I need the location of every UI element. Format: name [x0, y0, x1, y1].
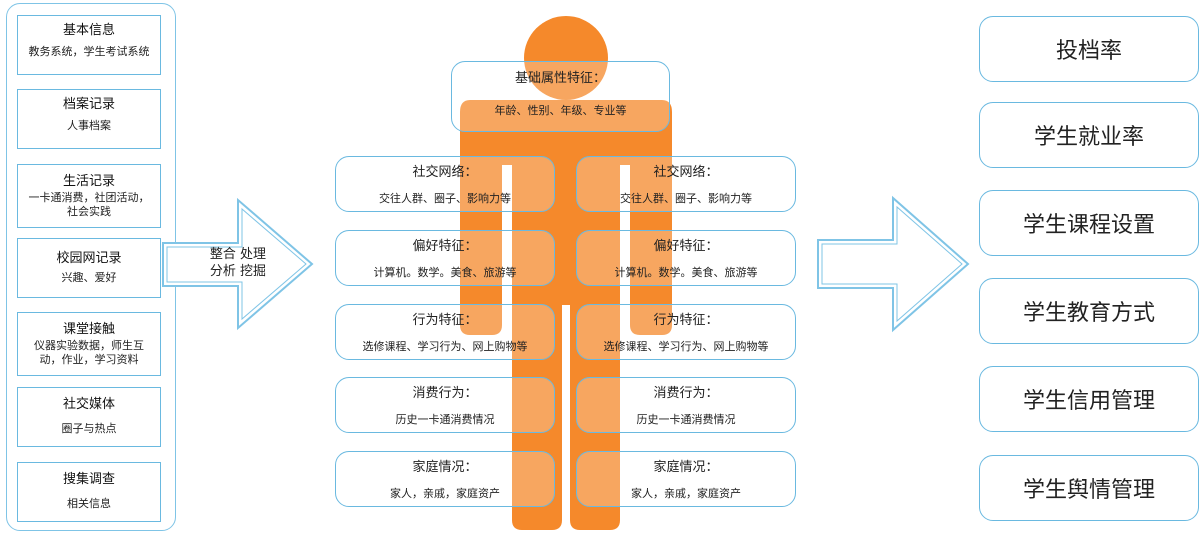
process-label: 整合 处理 分析 挖掘	[196, 246, 280, 280]
feature-title: 家庭情况：	[653, 460, 719, 475]
source-archive: 档案记录 人事档案	[17, 89, 161, 149]
feature-title: 偏好特征：	[653, 239, 719, 254]
process-label-line2: 分析 挖掘	[209, 264, 267, 279]
source-campus-network: 校园网记录 兴趣、爱好	[17, 238, 161, 298]
feature-title: 行为特征：	[412, 313, 478, 328]
feature-desc: 历史一卡通消费情况	[395, 413, 495, 426]
feature-title: 消费行为：	[653, 386, 719, 401]
source-classroom: 课堂接触 仪器实验数据，师生互动，作业，学习资料	[17, 312, 161, 376]
feature-title: 基础属性特征：	[514, 71, 606, 86]
source-desc: 仪器实验数据，师生互动，作业，学习资料	[34, 339, 144, 366]
source-desc: 教务系统，学生考试系统	[28, 45, 150, 58]
source-basic-info: 基本信息 教务系统，学生考试系统	[17, 15, 161, 75]
feature-title: 消费行为：	[412, 386, 478, 401]
feature-title: 偏好特征：	[412, 239, 478, 254]
process-label-line1: 整合 处理	[209, 247, 267, 262]
source-life: 生活记录 一卡通消费，社团活动，社会实践	[17, 164, 161, 228]
feature-desc: 选修课程、学习行为、网上购物等	[603, 340, 769, 353]
output-credit-management: 学生信用管理	[979, 366, 1199, 432]
feature-desc: 年龄、性别、年级、专业等	[494, 104, 627, 117]
output-opinion-management: 学生舆情管理	[979, 455, 1199, 521]
output-admission-rate: 投档率	[979, 16, 1199, 82]
feature-left-behavior: 行为特征： 选修课程、学习行为、网上购物等	[335, 304, 555, 360]
source-desc: 人事档案	[67, 119, 111, 132]
feature-left-preference: 偏好特征： 计算机。数学。美食、旅游等	[335, 230, 555, 286]
source-social-media: 社交媒体 圈子与热点	[17, 387, 161, 447]
feature-right-family: 家庭情况： 家人，亲戚，家庭资产	[576, 451, 796, 507]
source-title: 课堂接触	[62, 322, 115, 337]
feature-right-preference: 偏好特征： 计算机。数学。美食、旅游等	[576, 230, 796, 286]
output-course-setting: 学生课程设置	[979, 190, 1199, 256]
source-title: 基本信息	[62, 23, 115, 38]
feature-right-consumption: 消费行为： 历史一卡通消费情况	[576, 377, 796, 433]
feature-title: 社交网络：	[653, 165, 719, 180]
feature-desc: 家人，亲戚，家庭资产	[390, 487, 500, 500]
feature-title: 社交网络：	[412, 165, 478, 180]
output-education-method: 学生教育方式	[979, 278, 1199, 344]
output-employment-rate: 学生就业率	[979, 102, 1199, 168]
feature-desc: 选修课程、学习行为、网上购物等	[362, 340, 528, 353]
source-survey: 搜集调查 相关信息	[17, 462, 161, 522]
feature-left-consumption: 消费行为： 历史一卡通消费情况	[335, 377, 555, 433]
feature-desc: 家人，亲戚，家庭资产	[631, 487, 741, 500]
feature-title: 行为特征：	[653, 313, 719, 328]
source-title: 校园网记录	[56, 251, 122, 266]
feature-right-social: 社交网络： 交往人群、圈子、影响力等	[576, 156, 796, 212]
feature-desc: 计算机。数学。美食、旅游等	[373, 266, 517, 279]
source-title: 档案记录	[62, 97, 115, 112]
feature-title: 家庭情况：	[412, 460, 478, 475]
feature-left-social: 社交网络： 交往人群、圈子、影响力等	[335, 156, 555, 212]
source-desc: 圈子与热点	[61, 422, 117, 435]
feature-right-behavior: 行为特征： 选修课程、学习行为、网上购物等	[576, 304, 796, 360]
feature-desc: 交往人群、圈子、影响力等	[379, 192, 511, 205]
feature-desc: 交往人群、圈子、影响力等	[620, 192, 752, 205]
source-title: 搜集调查	[62, 472, 115, 487]
feature-base: 基础属性特征： 年龄、性别、年级、专业等	[451, 61, 670, 132]
feature-left-family: 家庭情况： 家人，亲戚，家庭资产	[335, 451, 555, 507]
source-title: 社交媒体	[62, 397, 115, 412]
source-desc: 一卡通消费，社团活动，社会实践	[28, 191, 150, 218]
source-title: 生活记录	[62, 174, 115, 189]
feature-desc: 计算机。数学。美食、旅游等	[614, 266, 758, 279]
source-desc: 相关信息	[67, 497, 111, 510]
feature-desc: 历史一卡通消费情况	[636, 413, 736, 426]
source-desc: 兴趣、爱好	[61, 271, 117, 284]
